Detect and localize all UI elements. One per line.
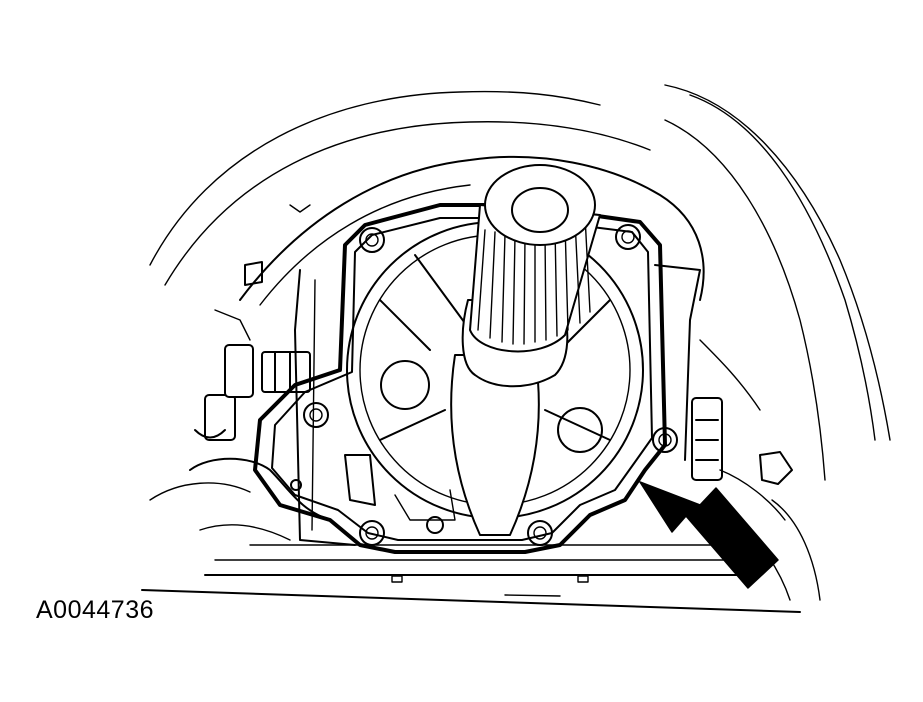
- housing-holes: [290, 360, 603, 534]
- body-contour-lines: [149, 84, 891, 481]
- cover-inner: [271, 217, 653, 541]
- housing: [294, 264, 701, 546]
- support-web: [450, 354, 540, 536]
- input-shaft: [461, 164, 601, 388]
- lower-frame: [141, 544, 801, 613]
- casting-detail: [344, 454, 456, 521]
- cover-bolts: [303, 224, 678, 546]
- right-connectors: [691, 339, 821, 601]
- figure-code: A0044736: [36, 596, 155, 624]
- cover-gasket: [253, 203, 667, 554]
- pointer-arrow: [639, 481, 779, 589]
- left-connectors: [149, 204, 331, 541]
